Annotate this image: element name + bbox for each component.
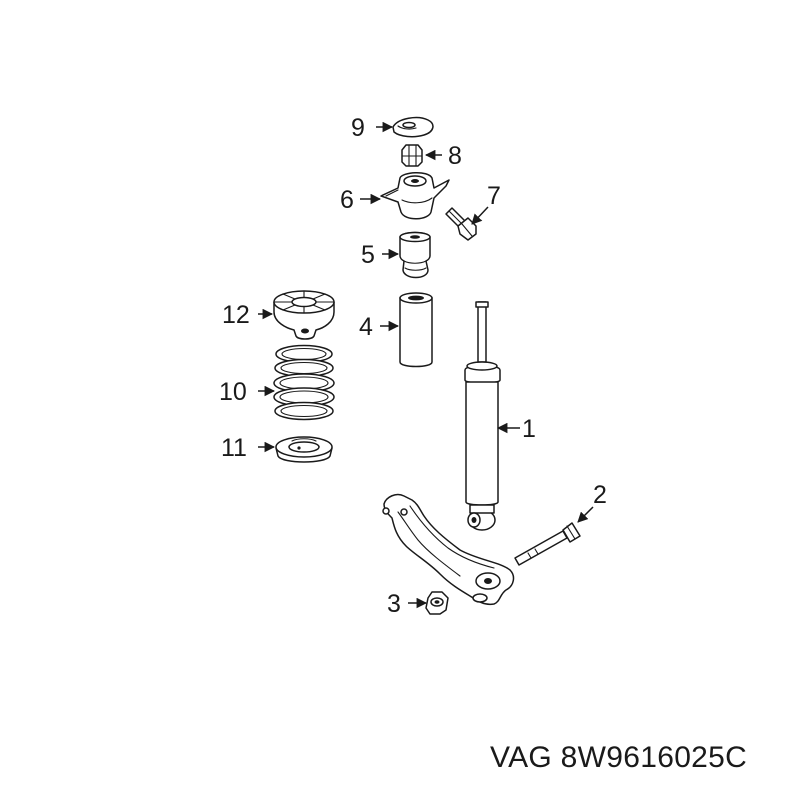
nut-part <box>425 591 449 615</box>
coil-spring-part <box>273 344 335 421</box>
bolt-part <box>514 522 581 566</box>
callout-3: 3 <box>387 590 401 618</box>
callout-10: 10 <box>219 378 247 406</box>
callout-7: 7 <box>487 182 501 210</box>
callout-4: 4 <box>359 313 373 341</box>
callout-11: 11 <box>221 434 247 462</box>
callout-1: 1 <box>522 415 536 443</box>
callout-8: 8 <box>448 142 462 170</box>
mount-nut-part <box>401 144 423 167</box>
callout-5: 5 <box>361 241 375 269</box>
part-number-caption: VAG 8W9616025C <box>490 741 748 774</box>
callout-2: 2 <box>593 481 607 509</box>
upper-mount-part <box>380 172 450 220</box>
retainer-washer-part <box>392 116 434 138</box>
mount-bolt-part <box>445 207 477 241</box>
callout-9: 9 <box>351 114 365 142</box>
dust-boot-part <box>399 292 433 368</box>
shock-absorber-part <box>464 301 501 531</box>
callout-6: 6 <box>340 186 354 214</box>
bump-stop-part <box>399 231 431 279</box>
lower-spring-seat-part <box>275 436 333 463</box>
control-arm-part <box>382 493 515 606</box>
callout-12: 12 <box>222 301 250 329</box>
upper-spring-seat-part <box>273 290 335 340</box>
